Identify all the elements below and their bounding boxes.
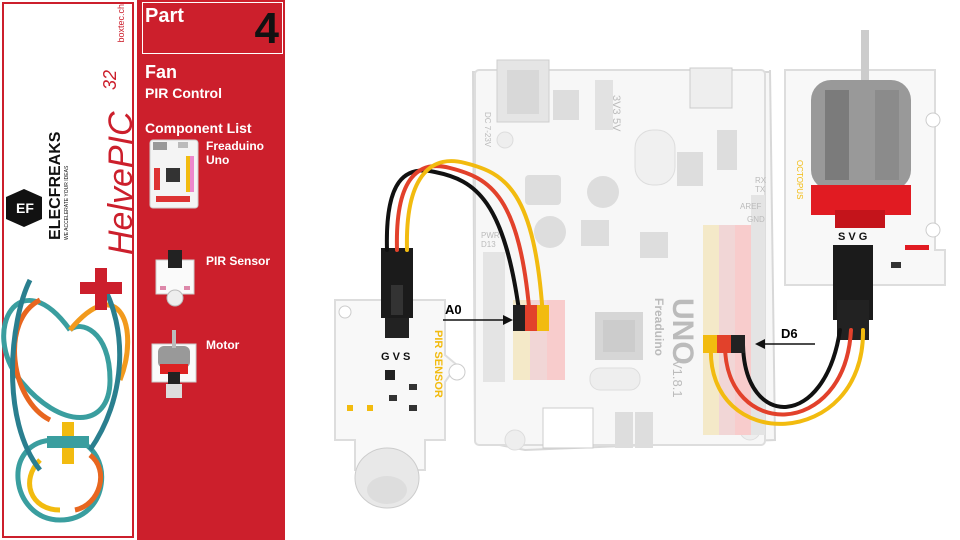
motor-module: S V G OCTOPUS <box>784 30 946 340</box>
a0-label: A0 <box>445 302 462 317</box>
helve-sup: 32 <box>100 70 120 90</box>
ef-badge-icon: EF <box>6 189 42 227</box>
d6-arrow-icon <box>755 339 815 349</box>
d6-connector-black <box>731 335 745 353</box>
infinity-logo-icon <box>1 278 131 523</box>
info-panel: Part 4 Fan PIR Control Component List Fr… <box>140 0 285 540</box>
helve-text: HelvePIC <box>102 111 140 255</box>
elecfreaks-logo-text: ELECFREAKS <box>47 131 64 240</box>
component-label-motor: Motor <box>206 338 240 352</box>
dc-label: DC 7-23V <box>483 112 492 148</box>
part-label: Part <box>145 5 184 27</box>
motor-module-text: OCTOPUS <box>795 160 804 199</box>
plus-icon-red <box>80 268 122 310</box>
plus-icon-yellow <box>47 422 89 464</box>
component-list-label: Component List <box>145 120 252 136</box>
d6-connector-red <box>717 335 731 353</box>
brand-outline <box>2 2 134 538</box>
a0-arrow-icon <box>443 315 513 325</box>
component-label-board: Freaduino Uno <box>206 139 265 167</box>
diagram-svg: DC 7-23V 3V3 5V RX TX AREF GND PWR D13 U… <box>334 30 946 509</box>
page-subtitle: PIR Control <box>145 85 222 101</box>
pir-pin-labels: G V S <box>381 351 410 363</box>
a0-connector-red <box>525 305 537 331</box>
rx-label: RX <box>755 176 767 185</box>
brand-strip: boxtec.ch HelvePIC 32 ELECFREAKS WE ACCE… <box>0 0 140 540</box>
part-box <box>142 2 283 54</box>
pir-sensor-icon <box>155 250 195 307</box>
pir-module-text: PIR SENSOR <box>432 330 444 398</box>
motor-pin-labels: S V G <box>838 231 867 243</box>
board-version: V1.8.1 <box>670 360 685 398</box>
part-number: 4 <box>254 4 279 53</box>
board-icon <box>149 139 199 209</box>
tx-label: TX <box>755 185 766 194</box>
a0-connector-black <box>513 305 525 331</box>
d6-label: D6 <box>781 326 798 341</box>
motor-wires <box>708 328 866 426</box>
d6-connector-yellow <box>703 335 717 353</box>
aref-label: AREF <box>740 202 761 211</box>
v-label-1: 3V3 <box>610 95 622 115</box>
a0-connector-yellow <box>537 305 549 331</box>
pir-sensor-module: G V S PIR SENSOR <box>334 248 466 509</box>
svg-text:EF: EF <box>16 200 34 216</box>
pwr-label: PWR <box>481 231 500 240</box>
component-label-pir: PIR Sensor <box>206 254 271 268</box>
freaduino-board <box>471 59 777 452</box>
d13-label: D13 <box>481 240 496 249</box>
board-brand: Freaduino <box>652 298 666 356</box>
elecfreaks-tag: WE ACCELERATE YOUR IDEAS <box>64 165 70 240</box>
pir-wires <box>384 159 545 320</box>
page-title: Fan <box>145 62 178 82</box>
wiring-diagram: DC 7-23V 3V3 5V RX TX AREF GND PWR D13 U… <box>285 0 960 540</box>
motor-icon <box>151 330 197 398</box>
brand-graphics: HelvePIC 32 ELECFREAKS WE ACCELERATE YOU… <box>1 70 140 523</box>
v-label-2: 5V <box>610 118 622 132</box>
gnd-label: GND <box>747 215 765 224</box>
board-name: UNO <box>666 298 699 365</box>
